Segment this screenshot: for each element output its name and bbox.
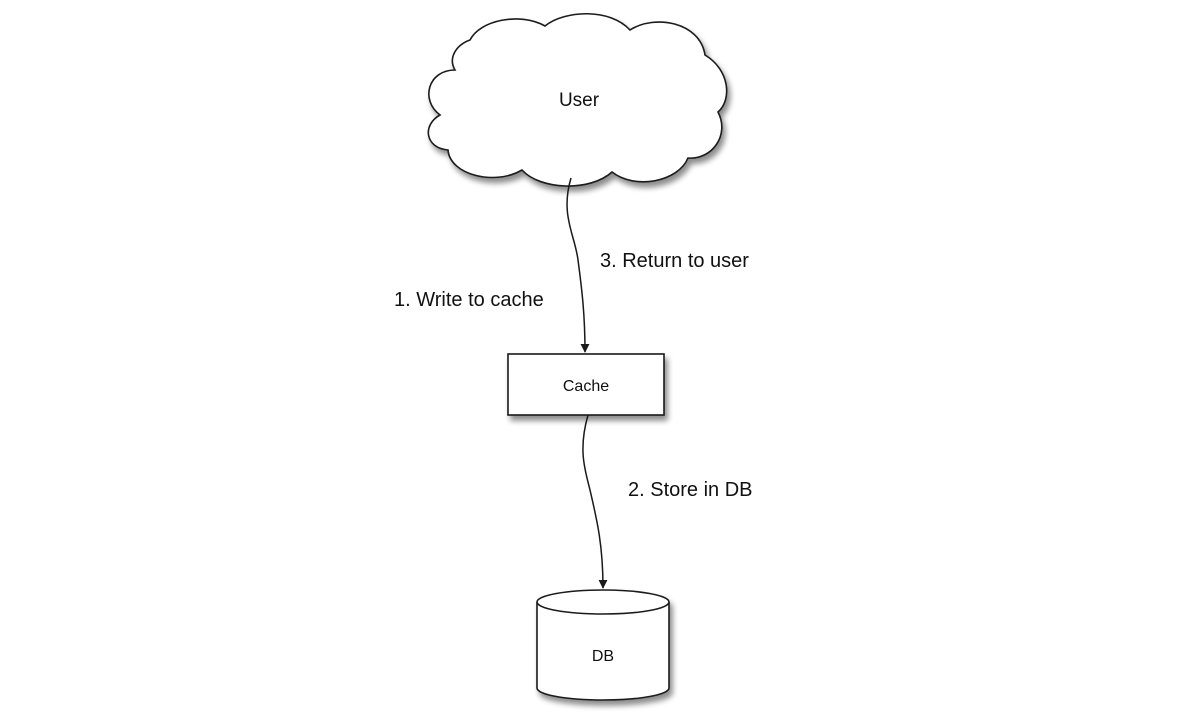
cache-label: Cache — [563, 378, 609, 395]
edge-cache-to-db — [582, 414, 608, 589]
edge-label-write-to-cache: 1. Write to cache — [394, 289, 544, 311]
user-label: User — [559, 90, 600, 111]
cache-box — [507, 353, 665, 416]
user-node — [427, 12, 728, 187]
edge-label-return-to-user: 3. Return to user — [600, 250, 749, 272]
db-node — [536, 589, 670, 701]
db-cylinder-top — [536, 589, 670, 615]
edge-user-to-cache — [566, 177, 590, 353]
db-cylinder-body — [536, 602, 670, 701]
edge-label-store-in-db: 2. Store in DB — [628, 479, 753, 501]
db-label: DB — [592, 648, 614, 665]
cloud-shape — [427, 12, 728, 187]
cache-node — [507, 353, 665, 416]
